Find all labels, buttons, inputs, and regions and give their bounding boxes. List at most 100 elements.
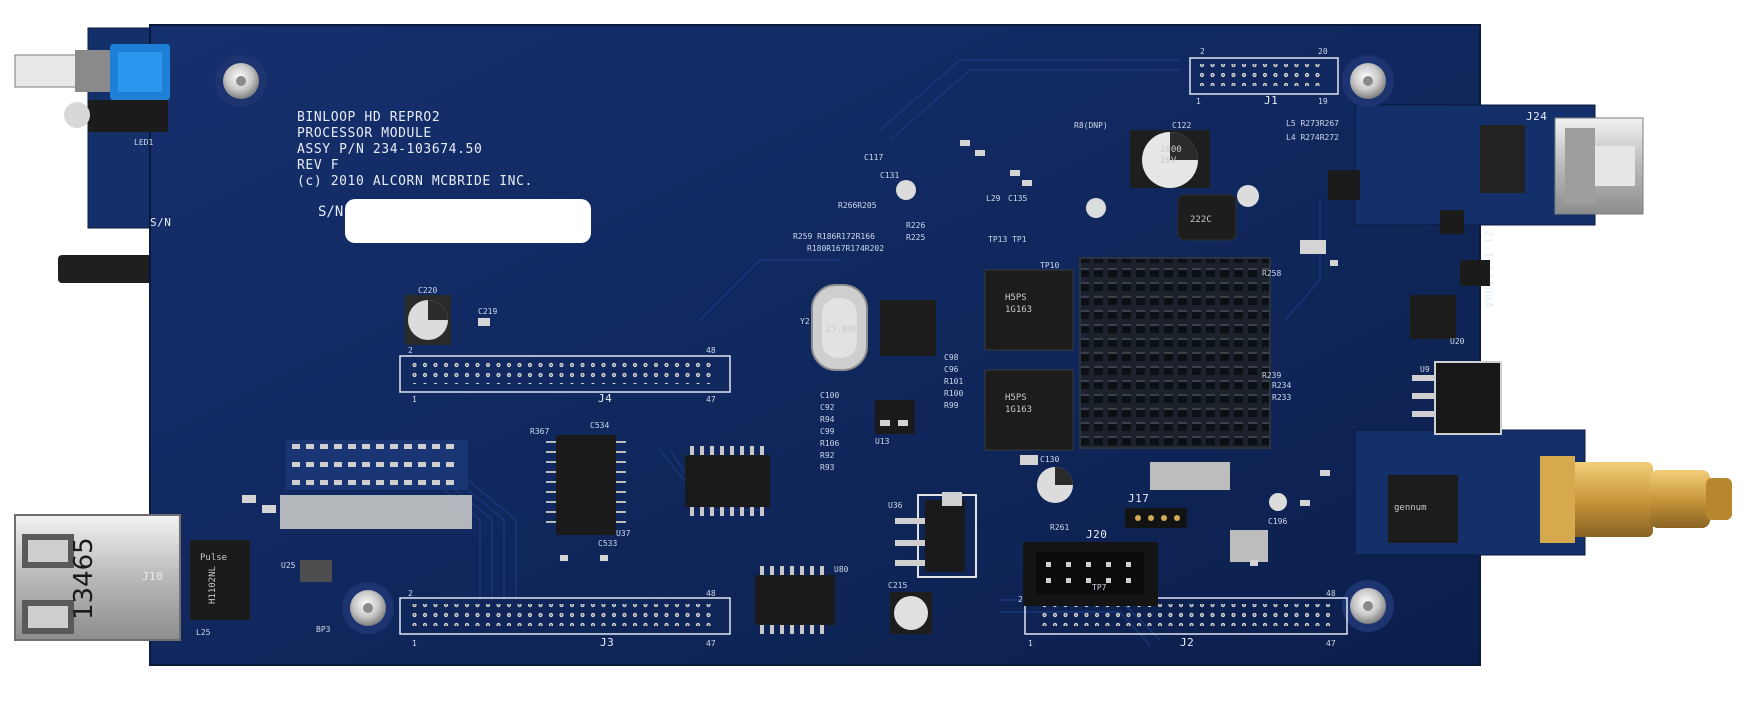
j20-label: J20 <box>1086 528 1107 541</box>
svg-text:19: 19 <box>1318 97 1328 106</box>
ram-chip-top: H5PS 1G163 <box>984 269 1074 351</box>
jack-number: 13465 <box>69 537 99 620</box>
svg-text:R225: R225 <box>906 233 925 242</box>
svg-text:R92: R92 <box>820 451 835 460</box>
svg-text:C130: C130 <box>1040 455 1059 464</box>
svg-text:R93: R93 <box>820 463 835 472</box>
capacitor-c122: 1000 16V <box>1130 130 1210 188</box>
j17-label: J17 <box>1128 492 1149 505</box>
svg-text:TP13 TP1: TP13 TP1 <box>988 235 1027 244</box>
left-bracket <box>58 255 158 283</box>
capacitor-small-3 <box>1237 185 1259 207</box>
smd-components <box>242 140 1490 582</box>
chip-u20 <box>1410 295 1456 339</box>
svg-text:U20: U20 <box>1450 337 1465 346</box>
svg-text:48: 48 <box>1326 589 1336 598</box>
svg-text:C122: C122 <box>1172 121 1191 130</box>
svg-text:C117: C117 <box>864 153 883 162</box>
svg-text:1G163: 1G163 <box>1005 305 1032 315</box>
svg-text:H5PS: H5PS <box>1005 393 1027 403</box>
svg-text:C135: C135 <box>1008 194 1027 203</box>
j24-label: J24 <box>1526 110 1547 123</box>
svg-text:U80: U80 <box>834 565 849 574</box>
ram-chip-bottom: H5PS 1G163 <box>984 369 1074 451</box>
side-serial-label: S/N <box>150 216 171 229</box>
header-j4 <box>399 355 731 393</box>
svg-text:U25: U25 <box>281 561 296 570</box>
svg-text:L29: L29 <box>986 194 1001 203</box>
svg-text:U37: U37 <box>616 529 631 538</box>
svg-text:47: 47 <box>706 639 716 648</box>
serial-number-box <box>345 199 591 243</box>
svg-text:U36: U36 <box>888 501 903 510</box>
mounting-screws <box>215 55 1394 634</box>
svg-text:47: 47 <box>1326 639 1336 648</box>
chip-u13 <box>875 300 936 434</box>
svg-text:1: 1 <box>1196 97 1201 106</box>
svg-text:R233: R233 <box>1272 393 1291 402</box>
svg-text:R367: R367 <box>530 427 549 436</box>
svg-text:R266R205: R266R205 <box>838 201 877 210</box>
j1-label: J1 <box>1264 94 1278 107</box>
svg-text:R100: R100 <box>944 389 963 398</box>
svg-text:R94: R94 <box>820 415 835 424</box>
svg-text:1G163: 1G163 <box>1005 405 1032 415</box>
capacitor-c196 <box>1269 493 1287 511</box>
svg-text:gennum: gennum <box>1394 503 1427 513</box>
capacitor-c130 <box>1037 467 1073 503</box>
svg-text:1: 1 <box>412 395 417 404</box>
svg-text:C92: C92 <box>820 403 835 412</box>
title-line-2: PROCESSOR MODULE <box>297 126 432 141</box>
capacitor-c220 <box>405 295 451 345</box>
svg-text:L4 R274R272: L4 R274R272 <box>1286 133 1339 142</box>
svg-text:C98: C98 <box>944 353 959 362</box>
svg-text:R106: R106 <box>820 439 839 448</box>
svg-text:C219: C219 <box>478 307 497 316</box>
svg-text:16V: 16V <box>1160 156 1177 166</box>
svg-text:R261: R261 <box>1050 523 1069 532</box>
svg-text:L5 R273R267: L5 R273R267 <box>1286 119 1339 128</box>
capacitor-small-1 <box>1086 198 1106 218</box>
svg-text:TP7: TP7 <box>1092 583 1107 592</box>
svg-text:C215: C215 <box>888 581 907 590</box>
ethernet-jack-j10 <box>14 514 181 641</box>
pulse-transformer: Pulse H1102NL <box>190 540 250 620</box>
svg-text:R226: R226 <box>906 221 925 230</box>
capacitor-small-2 <box>896 180 916 200</box>
chip-u37 <box>546 435 626 535</box>
svg-text:1: 1 <box>412 639 417 648</box>
svg-text:R258: R258 <box>1262 269 1281 278</box>
svg-text:TP10: TP10 <box>1040 261 1059 270</box>
svg-text:U9: U9 <box>1420 365 1430 374</box>
capacitor-c215 <box>890 592 932 634</box>
regulator-u36 <box>895 492 977 578</box>
svg-text:Pulse: Pulse <box>200 553 227 563</box>
svg-text:48: 48 <box>706 346 716 355</box>
svg-text:R99: R99 <box>944 401 959 410</box>
header-j1 <box>1189 57 1339 95</box>
svg-text:C533: C533 <box>598 539 617 548</box>
chip-u80 <box>755 566 835 634</box>
title-line-4: REV F <box>297 158 339 173</box>
resistor-array-left <box>280 440 472 529</box>
svg-text:48: 48 <box>706 589 716 598</box>
svg-text:C131: C131 <box>880 171 899 180</box>
j2-label: J2 <box>1180 636 1194 649</box>
j10-label: J10 <box>142 570 163 583</box>
svg-text:20: 20 <box>1318 47 1328 56</box>
svg-text:R259 R186R172R166: R259 R186R172R166 <box>793 232 875 241</box>
svg-text:C99: C99 <box>820 427 835 436</box>
chip-gennum: gennum <box>1388 475 1458 543</box>
svg-text:U13: U13 <box>875 437 890 446</box>
header-j2 <box>1024 597 1348 635</box>
svg-text:1: 1 <box>1028 639 1033 648</box>
regulator-u9 <box>1412 361 1502 435</box>
svg-text:R239: R239 <box>1262 371 1281 380</box>
svg-text:R101: R101 <box>944 377 963 386</box>
title-line-1: BINLOOP HD REPRO2 <box>297 110 440 125</box>
svg-text:C534: C534 <box>590 421 609 430</box>
svg-text:C96: C96 <box>944 365 959 374</box>
svg-text:27.000: 27.000 <box>826 325 859 335</box>
